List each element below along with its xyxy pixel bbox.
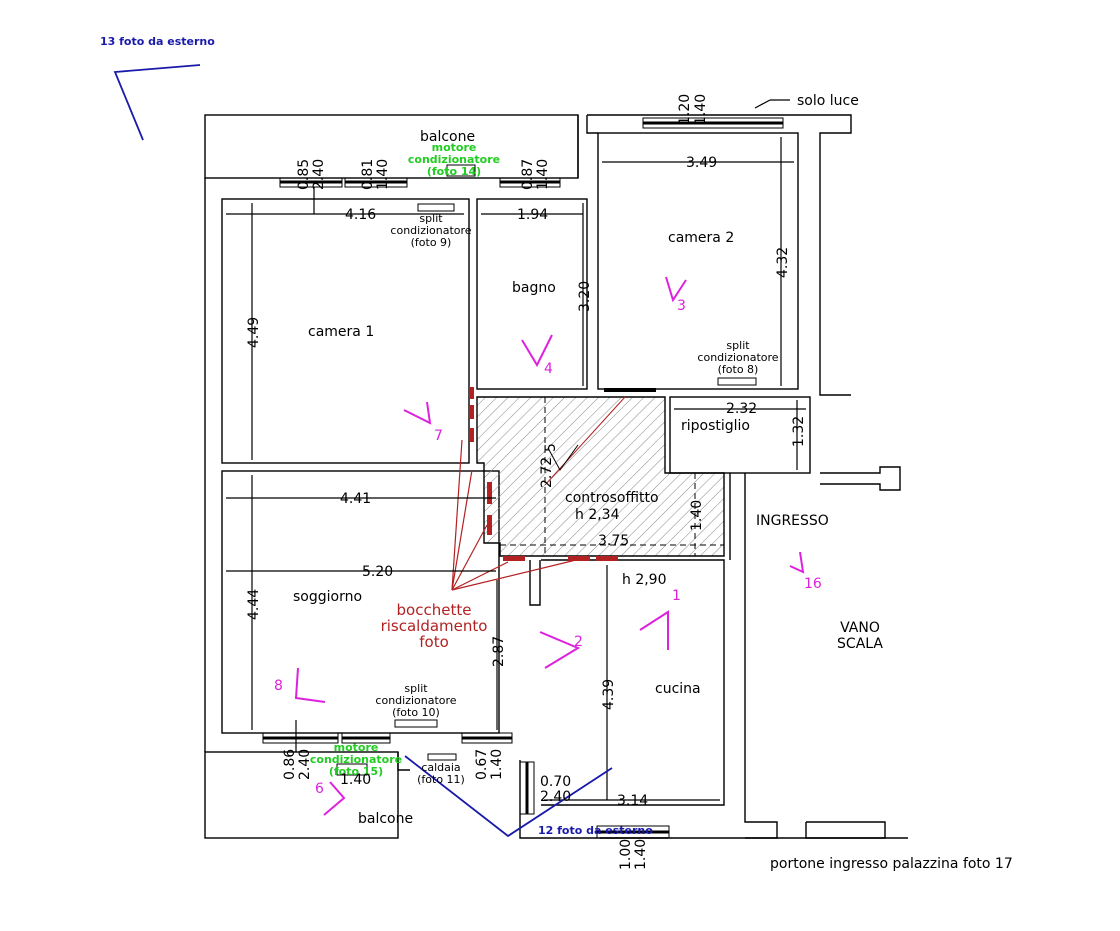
controsoffitto-area <box>476 396 725 557</box>
label-balcone-top: balcone <box>420 129 475 145</box>
dim-bagno-h: 3.20 <box>577 281 593 312</box>
dim-win-top-2a: 0.81 <box>360 159 376 190</box>
marker-2: 2 <box>574 634 583 650</box>
label-split-sog-3: (foto 10) <box>392 706 440 719</box>
label-foto-esterno-12: 12 foto da esterno <box>538 824 653 837</box>
dim-bagno-w: 1.94 <box>517 207 548 223</box>
dim-cucina-w: 3.14 <box>617 793 648 809</box>
dim-win-bot-3a: 1.00 <box>618 839 634 870</box>
marker-7: 7 <box>434 428 443 444</box>
marker-6: 6 <box>315 781 324 797</box>
dim-win-bot-1a: 0.86 <box>282 749 298 780</box>
windows <box>262 99 790 839</box>
label-bocchette-2: riscaldamento <box>381 617 488 635</box>
label-split-sog-2: condizionatore <box>375 694 456 707</box>
label-caldaia-1: caldaia <box>421 761 460 774</box>
dim-camera1-h: 4.49 <box>246 317 262 348</box>
label-controsoffitto: controsoffitto <box>565 490 659 506</box>
dimension-values: 0.85 2.40 0.81 1.40 0.87 1.40 1.20 1.40 … <box>246 94 807 870</box>
label-split-c2-3: (foto 8) <box>718 363 759 376</box>
label-split-sog-1: split <box>404 682 428 695</box>
dim-camera2-w: 3.49 <box>686 155 717 171</box>
label-split-c2-2: condizionatore <box>697 351 778 364</box>
marker-3: 3 <box>677 298 686 314</box>
dim-win-top-3b: 1.40 <box>535 159 551 190</box>
marker-1: 1 <box>672 588 681 604</box>
label-motore-bot-2: condizionatore <box>310 753 402 766</box>
label-motore-top-2: condizionatore <box>408 153 500 166</box>
label-camera-2: camera 2 <box>668 230 734 246</box>
label-motore-bot-3: (foto 15) <box>329 765 383 778</box>
label-ingresso: INGRESSO <box>756 513 829 529</box>
label-balcone-bottom: balcone <box>358 811 413 827</box>
marker-8: 8 <box>274 678 283 694</box>
dim-ripostiglio-h: 1.32 <box>791 416 807 447</box>
label-controsoffitto-h: h 2,34 <box>575 507 620 523</box>
dim-win-bot-2a: 0.67 <box>474 749 490 780</box>
dim-soggiorno-w1: 4.41 <box>340 491 371 507</box>
label-bagno: bagno <box>512 280 556 296</box>
label-vano-scala-1: VANO <box>840 620 880 636</box>
photo-marker-numbers: 1 2 3 4 6 7 8 16 <box>274 298 822 797</box>
label-motore-bot-1: motore <box>334 741 379 754</box>
marker-4: 4 <box>544 361 553 377</box>
dim-camera1-w: 4.16 <box>345 207 376 223</box>
dim-win-top-1b: 2.40 <box>311 159 327 190</box>
dim-ceiling-h: 2.72 <box>539 457 555 488</box>
dim-soggiorno-h: 4.44 <box>246 589 262 620</box>
dim-win-top-4a: 1.20 <box>677 94 693 125</box>
label-camera-1: camera 1 <box>308 324 374 340</box>
dim-win-top-1a: 0.85 <box>296 159 312 190</box>
label-split-c1-1: split <box>419 212 443 225</box>
dim-ceiling-w: 3.75 <box>598 533 629 549</box>
label-portone: portone ingresso palazzina foto 17 <box>770 856 1013 872</box>
label-foto-esterno-13: 13 foto da esterno <box>100 35 215 48</box>
label-cucina: cucina <box>655 681 701 697</box>
label-ripostiglio: ripostiglio <box>681 418 750 434</box>
dim-cucina-door-b: 2.40 <box>540 789 571 805</box>
label-motore-top-3: (foto 14) <box>427 165 481 178</box>
heating-vents <box>451 387 618 591</box>
label-bocchette-1: bocchette <box>397 601 472 619</box>
label-motore-top-1: motore <box>432 141 477 154</box>
dim-soggiorno-d: 2.87 <box>491 636 507 667</box>
marker-16: 16 <box>804 576 822 592</box>
label-caldaia-2: (foto 11) <box>417 773 465 786</box>
dim-ceiling-5: 5 <box>543 443 559 452</box>
dim-cucina-door-a: 0.70 <box>540 774 571 790</box>
dim-camera2-h: 4.32 <box>775 247 791 278</box>
label-solo-luce: solo luce <box>797 93 859 109</box>
dim-win-bot-1b: 2.40 <box>297 749 313 780</box>
dim-ripostiglio-w: 2.32 <box>726 401 757 417</box>
label-vano-scala-2: SCALA <box>837 636 883 652</box>
label-split-c1-2: condizionatore <box>390 224 471 237</box>
dim-win-top-2b: 1.40 <box>375 159 391 190</box>
dim-win-top-4b: 1.40 <box>693 94 709 125</box>
dim-win-bot-2b: 1.40 <box>489 749 505 780</box>
dim-win-bot-mid: 1.40 <box>340 772 371 788</box>
dimension-lines <box>226 137 806 801</box>
photo-markers <box>294 276 805 816</box>
label-bocchette-3: foto <box>419 633 449 651</box>
dim-soggiorno-w2: 5.20 <box>362 564 393 580</box>
dim-cucina-h: 4.39 <box>601 679 617 710</box>
dim-ceiling-d: 1.40 <box>689 500 705 531</box>
label-split-c1-3: (foto 9) <box>411 236 452 249</box>
dim-win-bot-3b: 1.40 <box>633 839 649 870</box>
label-cucina-h: h 2,90 <box>622 572 667 588</box>
label-soggiorno: soggiorno <box>293 589 362 605</box>
dim-win-top-3a: 0.87 <box>520 159 536 190</box>
label-split-c2-1: split <box>726 339 750 352</box>
